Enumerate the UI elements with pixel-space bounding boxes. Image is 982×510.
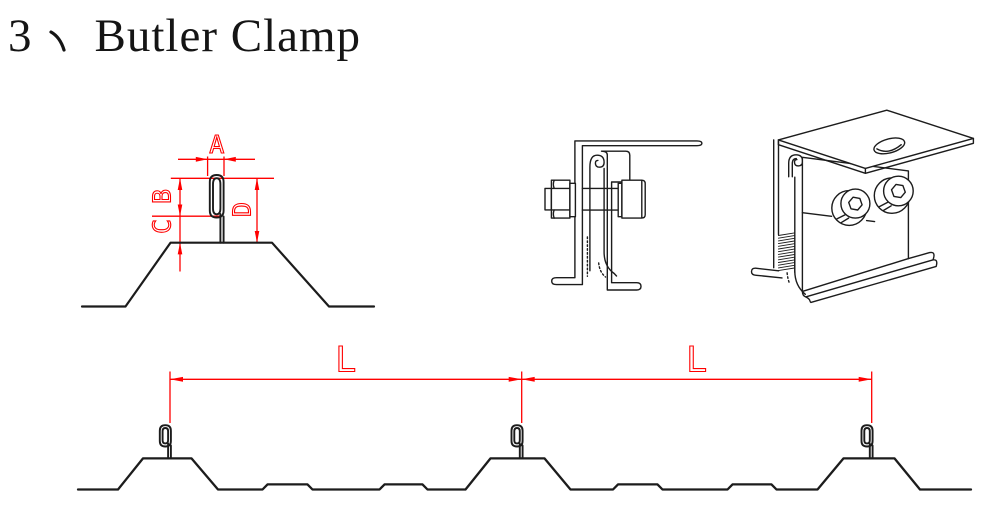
- rib-outline: [80, 241, 376, 308]
- clamp-side-view: [544, 140, 703, 291]
- hex-nut-facets: [550, 179, 571, 219]
- dim-arrow: [177, 242, 183, 255]
- dim-l-extensions: [169, 371, 873, 423]
- left-plate-with-flange: [551, 140, 703, 286]
- dim-arrow: [254, 178, 260, 190]
- bolt-b-hex-socket: [890, 183, 906, 199]
- serration-hatch: [777, 232, 795, 272]
- dim-c-label: C: [148, 219, 177, 234]
- dim-arrow: [177, 204, 183, 217]
- left-foot: [750, 267, 783, 279]
- seam-profile-view: A B C D: [80, 129, 376, 308]
- panel-seam: [158, 424, 172, 460]
- bolt-shaft-lines: [581, 187, 619, 211]
- dim-arrow: [195, 156, 208, 162]
- dim-arrow: [858, 376, 872, 382]
- dim-arrow: [521, 376, 535, 382]
- serrated-grip-right: [598, 262, 607, 278]
- top-plate-hole: [873, 137, 906, 155]
- seam-loop-outer: [208, 174, 225, 219]
- bolt-tip: [544, 187, 553, 211]
- bolt-a-hex-socket: [848, 196, 863, 211]
- hex-nut: [550, 179, 571, 219]
- dim-arrow: [170, 376, 183, 382]
- dim-d-label: D: [228, 202, 257, 217]
- dim-l-left-label: L: [335, 341, 356, 381]
- roof-sheet-profile: [76, 457, 973, 491]
- bolt-b-side: [878, 201, 892, 212]
- clamp-isometric-view: [750, 109, 975, 304]
- seam-hook-3d-inner: [791, 157, 797, 178]
- dim-arrow: [508, 376, 522, 382]
- seam-sheet-right: [603, 167, 618, 277]
- panel-seam: [860, 424, 874, 460]
- seam-stem: [219, 213, 225, 244]
- title-text: Butler Clamp: [94, 9, 362, 62]
- dim-arrow: [177, 178, 183, 190]
- seam-sheet-curve-dotted: [786, 272, 791, 285]
- jaw-split-line: [801, 212, 876, 223]
- panel-seam: [510, 424, 524, 460]
- bolt-a-head: [840, 188, 871, 219]
- panel-pitch-view: L L: [76, 340, 973, 491]
- dim-a-extensions: [206, 156, 225, 176]
- seam-sheet-curve: [794, 257, 806, 295]
- ideographic-comma: [48, 30, 66, 52]
- seam-sheet-hook: [589, 154, 605, 272]
- rear-plate-edges: [773, 139, 796, 273]
- page-title: 3 Butler Clamp: [8, 2, 361, 64]
- dim-b-label: B: [148, 189, 177, 204]
- bottom-flange: [801, 251, 938, 304]
- dim-l-right-label: L: [686, 341, 707, 381]
- top-plate-thickness: [777, 137, 975, 174]
- dim-arrow: [254, 231, 260, 243]
- seam-loop-inner: [212, 177, 222, 216]
- top-plate-hole-bore: [876, 144, 902, 153]
- title-number: 3: [8, 9, 33, 62]
- dim-arrow: [224, 156, 236, 162]
- right-jaw-plate: [600, 150, 642, 291]
- dim-a-label: A: [209, 130, 224, 159]
- washer-left: [569, 182, 577, 218]
- bolt-a-side: [836, 214, 850, 224]
- bolt-b-head: [882, 175, 914, 207]
